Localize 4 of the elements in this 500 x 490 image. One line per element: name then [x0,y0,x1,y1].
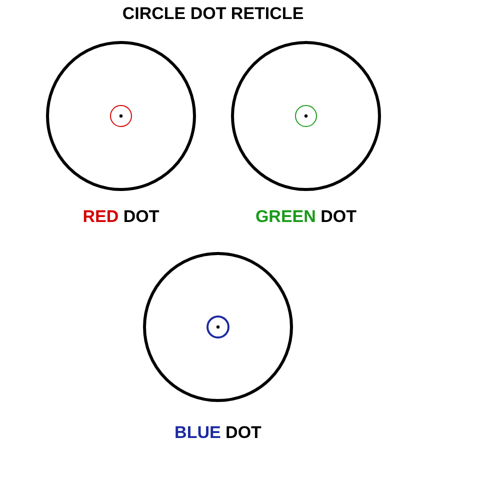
reticle-label: RED DOT [82,207,160,227]
reticle-label: BLUE DOT [174,423,262,443]
reticle-label: GREEN DOT [255,207,357,227]
diagram-title: CIRCLE DOT RETICLE [122,4,304,24]
